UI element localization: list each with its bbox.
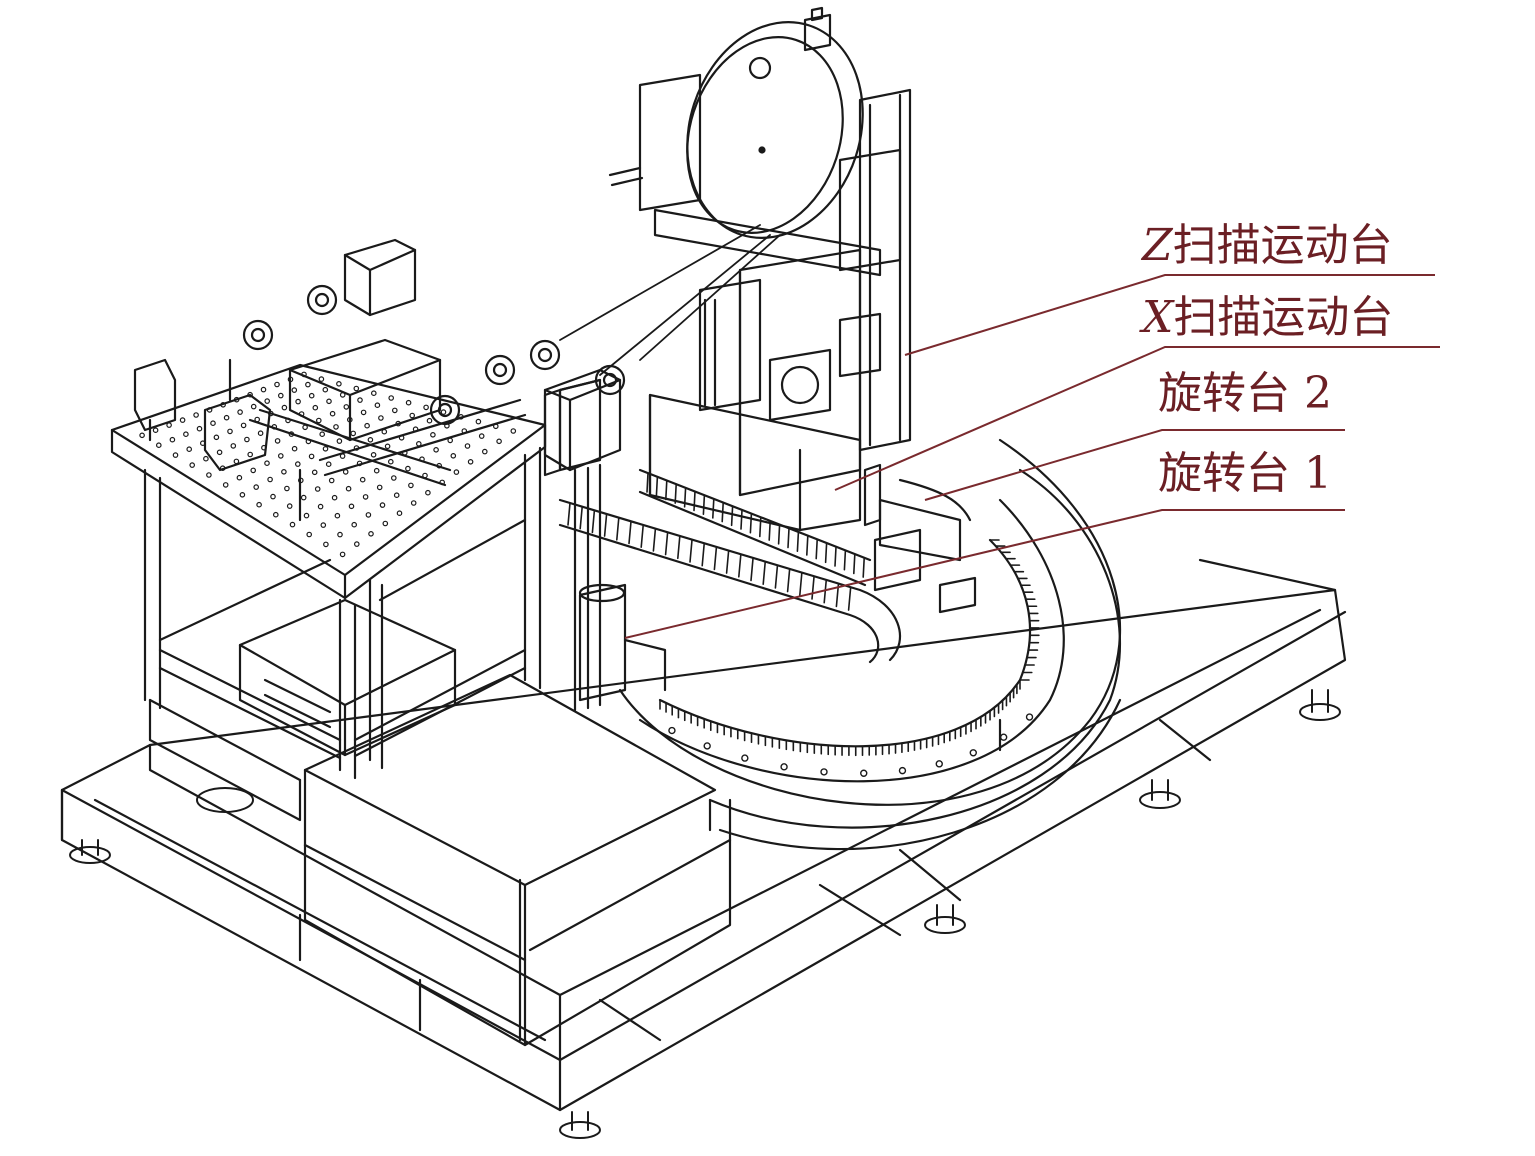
scan-tower bbox=[543, 73, 912, 712]
breadboard-optics bbox=[133, 238, 626, 522]
leader-rotary-stage-1 bbox=[624, 509, 1345, 639]
gear-teeth bbox=[659, 539, 1040, 757]
leveling-feet bbox=[69, 689, 1341, 1139]
breadboard-holes bbox=[139, 371, 517, 558]
controller-box bbox=[238, 598, 457, 757]
sample-disk bbox=[608, 6, 864, 239]
callout-x-axis-letter: X bbox=[1142, 292, 1174, 343]
callout-rotary-stage-2: 旋转台 2 bbox=[1158, 368, 1332, 419]
chain-links bbox=[567, 472, 866, 611]
ring-bolt-holes bbox=[668, 713, 1034, 777]
callout-z-scan-stage: Z扫描运动台 bbox=[1142, 222, 1393, 270]
cable-drag-chain bbox=[558, 468, 902, 664]
base-frame bbox=[60, 558, 1347, 1112]
callout-x-text: 扫描运动台 bbox=[1173, 292, 1394, 343]
optical-beams bbox=[559, 224, 781, 376]
rotary-table-rings bbox=[618, 438, 1122, 851]
leader-x-stage bbox=[834, 346, 1440, 491]
callout-leaders bbox=[624, 274, 1440, 639]
leader-rotary-stage-2 bbox=[924, 429, 1345, 501]
callout-rotary-stage-1: 旋转台 1 bbox=[1158, 448, 1332, 499]
callout-z-text: 扫描运动台 bbox=[1172, 220, 1393, 271]
leader-z-stage bbox=[904, 274, 1435, 356]
callout-x-scan-stage: X扫描运动台 bbox=[1142, 294, 1393, 342]
optical-breadboard bbox=[110, 363, 547, 600]
callout-z-axis-letter: Z bbox=[1142, 220, 1173, 271]
instrument-cabinet bbox=[303, 673, 732, 1047]
rotary-stage-2-parts bbox=[863, 463, 977, 614]
rotary-stage-1-motor bbox=[578, 583, 667, 702]
table-frame bbox=[143, 446, 542, 822]
